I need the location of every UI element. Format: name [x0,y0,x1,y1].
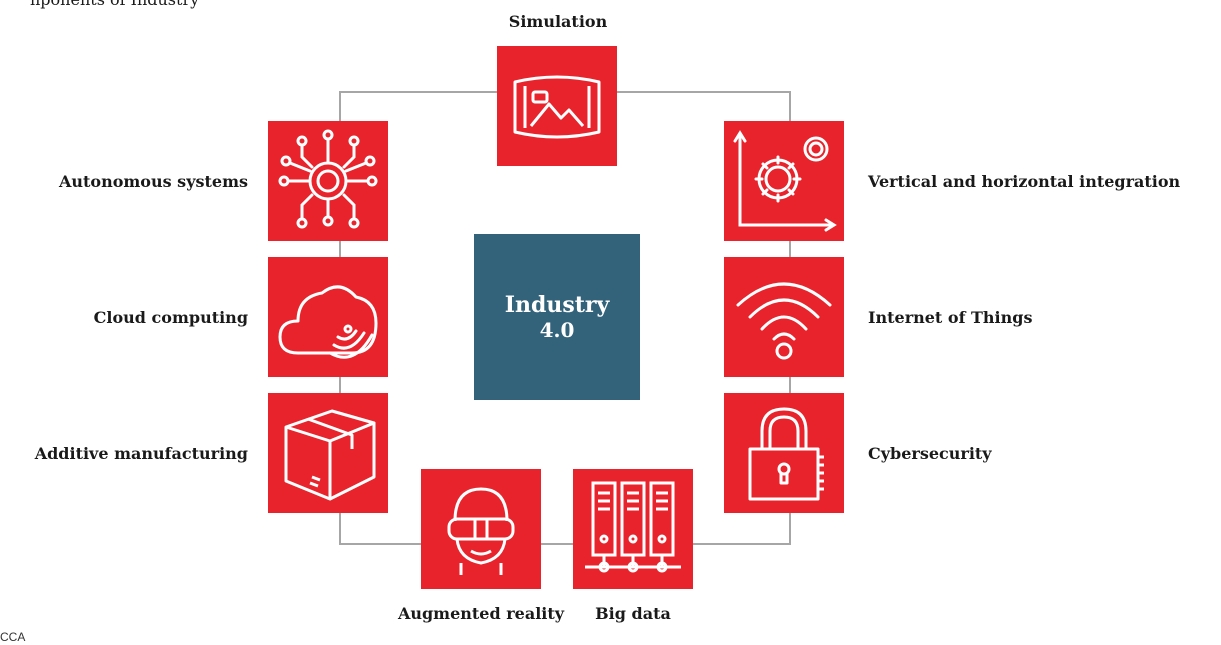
center-title-line2: 4.0 [539,318,575,342]
additive-manufacturing-label: Additive manufacturing [34,444,248,463]
padlock-icon [748,407,824,501]
big-data-label: Big data [595,604,671,623]
industry-4-center-block: Industry 4.0 [474,234,640,400]
box-icon [284,409,376,501]
center-title-line1: Industry [504,292,610,318]
chart-gears-icon [733,130,837,232]
servers-icon [585,481,681,573]
integration-label: Vertical and horizontal integration [868,172,1181,191]
augmented-reality-tile [421,469,541,589]
simulation-label: Simulation [508,12,608,31]
big-data-tile [573,469,693,589]
integration-tile [724,121,844,241]
simulation-tile [497,46,617,166]
cloud-signal-icon [278,285,378,359]
autonomous-systems-label: Autonomous systems [58,172,248,191]
additive-manufacturing-tile [268,393,388,513]
header-partial-text: nponents of Industry [30,0,199,9]
autonomous-systems-tile [268,121,388,241]
cybersecurity-tile [724,393,844,513]
simulation-360-icon [513,75,601,139]
cloud-computing-tile [268,257,388,377]
augmented-reality-label: Augmented reality [397,604,565,623]
cloud-computing-label: Cloud computing [93,308,248,327]
vr-headset-icon [447,487,515,575]
wifi-icon [736,282,832,360]
iot-tile [724,257,844,377]
image-credit: CCA [0,630,26,644]
iot-label: Internet of Things [868,308,1033,327]
cybersecurity-label: Cybersecurity [868,444,992,463]
circuit-gear-icon [278,129,378,229]
